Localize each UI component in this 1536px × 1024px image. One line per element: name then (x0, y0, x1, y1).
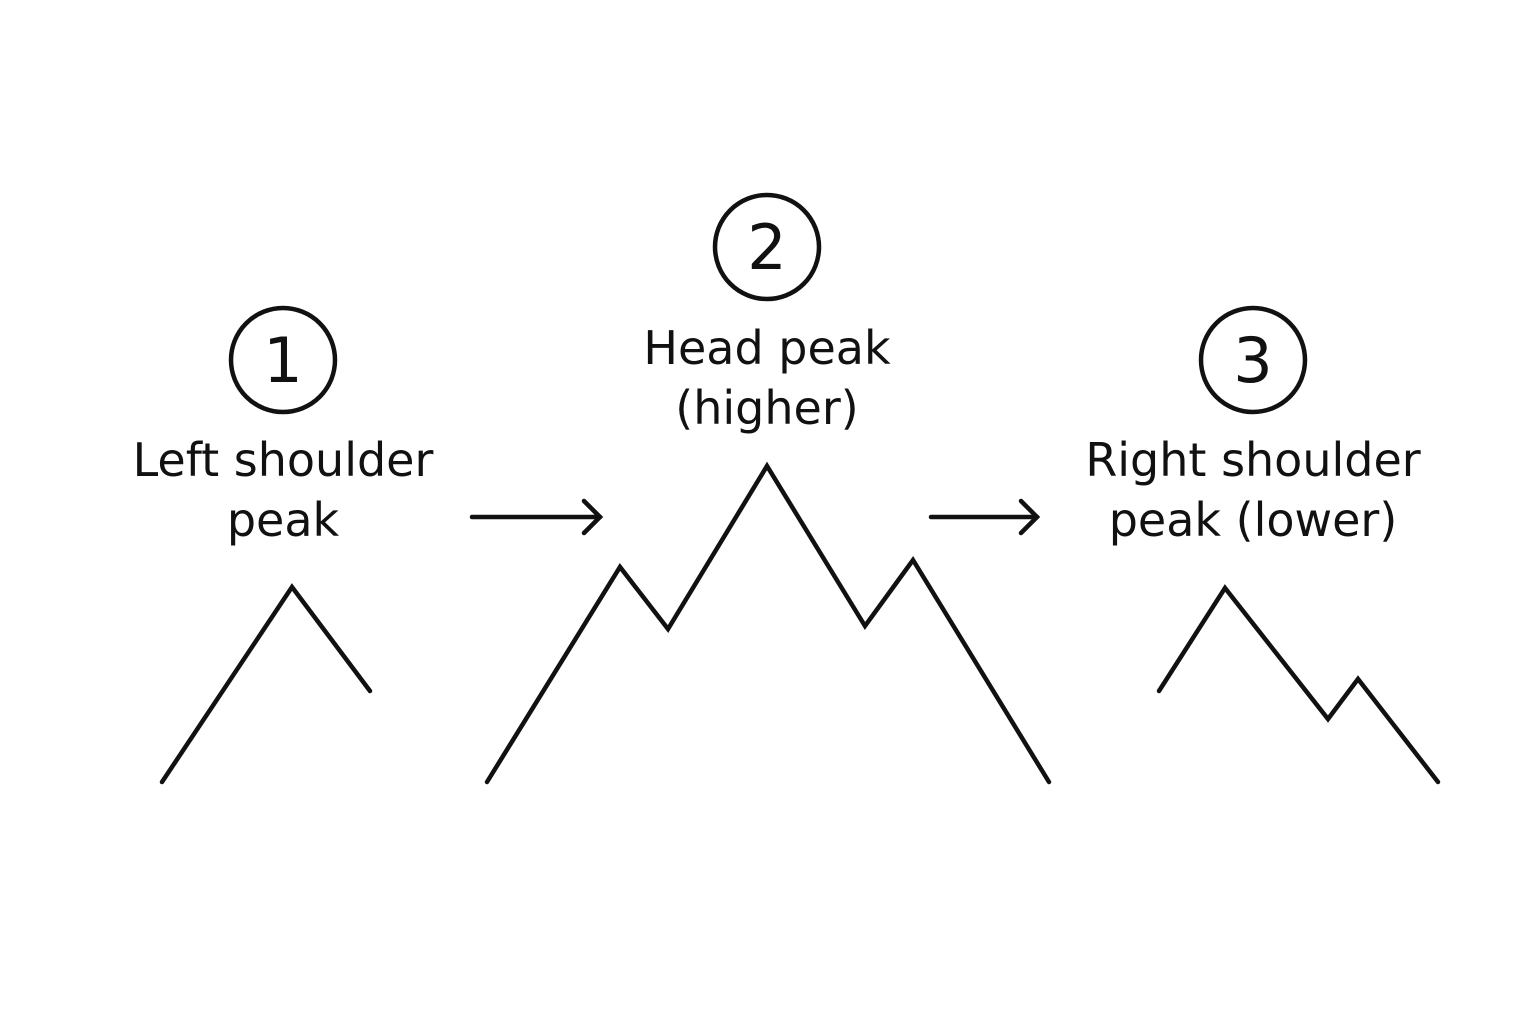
step-2-label-line-2: (higher) (675, 381, 858, 435)
arrow-1-head (581, 498, 604, 536)
arrow-2 (928, 498, 1041, 536)
step-1-label-line-2: peak (227, 493, 340, 547)
arrow-1 (469, 498, 604, 536)
step-1-badge (228, 305, 338, 415)
step-1-number: 1 (263, 324, 302, 397)
step-2-number: 2 (747, 211, 786, 284)
step-head: 2 Head peak (higher) (484, 192, 1052, 785)
step-3-label-line-2: peak (lower) (1109, 493, 1398, 547)
step-3-label-line-1: Right shoulder (1085, 433, 1420, 487)
step-right-shoulder: 3 Right shoulder peak (lower) (1085, 305, 1441, 785)
right-shoulder-peak-line (1156, 584, 1441, 785)
step-3-number: 3 (1233, 324, 1272, 397)
step-1-label-line-1: Left shoulder (133, 433, 434, 487)
left-shoulder-peak-line (159, 583, 373, 785)
step-3-badge (1198, 305, 1308, 415)
head-peak-line (484, 461, 1052, 785)
step-2-label-line-1: Head peak (643, 321, 891, 375)
step-2-badge (712, 192, 822, 302)
step-left-shoulder: 1 Left shoulder peak (133, 305, 434, 785)
arrow-2-head (1018, 498, 1041, 536)
